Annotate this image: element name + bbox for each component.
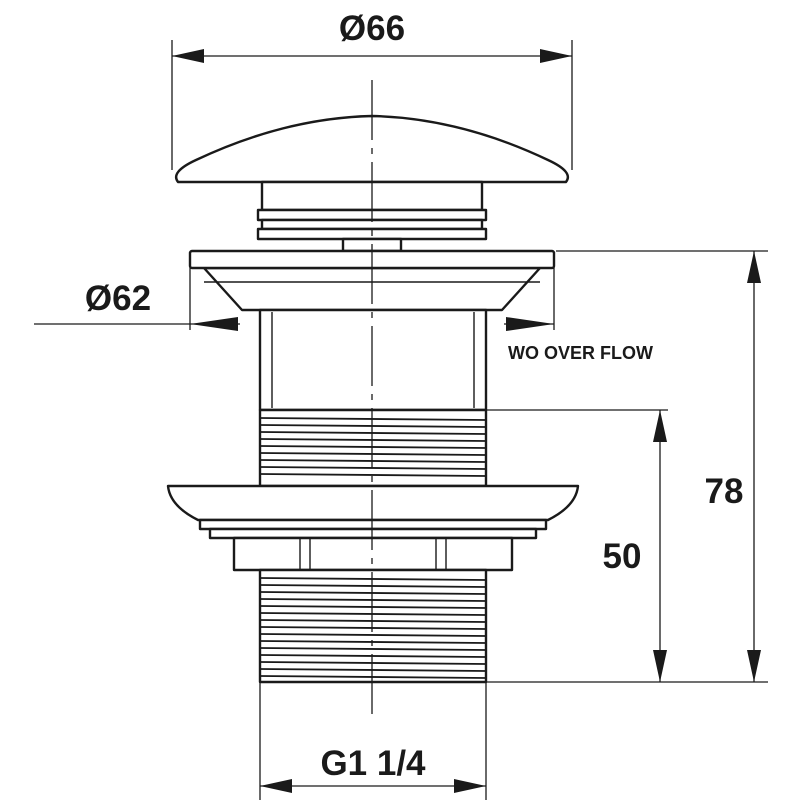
thread-line [259,473,487,477]
hex-nut [232,536,514,572]
upper-thread [258,408,488,488]
dimension-thread-height: 50 [486,409,668,682]
dimension-thread-size: G1 1/4 [259,682,487,800]
thread-line [259,619,487,623]
thread-line [259,626,487,630]
thread-line [259,675,487,679]
thread-line [259,647,487,651]
thread-line [259,612,487,616]
thread-line [259,459,487,463]
thread-line [259,584,487,588]
flange-diameter-label: Ø62 [85,279,151,318]
thread-line [259,452,487,456]
lower-thread [258,568,488,684]
thread-line [259,577,487,581]
washer [166,484,580,540]
thread-line [259,417,487,421]
thread-line [259,438,487,442]
thread-line [259,654,487,658]
thread-line [259,424,487,428]
drain-body [258,308,488,412]
thread-height-label: 50 [603,537,642,576]
thread-line [259,640,487,644]
dimension-top-diameter: Ø66 [171,9,573,170]
thread-line [259,661,487,665]
total-height-label: 78 [705,472,744,511]
thread-line [259,445,487,449]
thread-line [259,598,487,602]
thread-line [259,605,487,609]
thread-size-label: G1 1/4 [320,744,426,783]
dimension-total-height: 78 [486,250,768,683]
thread-line [259,591,487,595]
thread-line [259,633,487,637]
thread-line [259,466,487,470]
thread-line [259,668,487,672]
thread-line [259,431,487,435]
dimension-flange-diameter: Ø62 [34,260,555,331]
overflow-note: WO OVER FLOW [508,343,653,363]
top-diameter-label: Ø66 [339,9,405,48]
